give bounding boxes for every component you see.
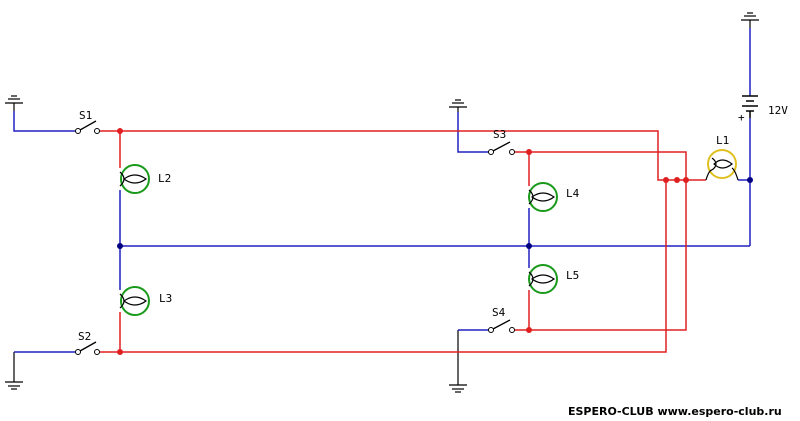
lamp-l1-icon — [705, 149, 739, 181]
battery-12v — [742, 95, 758, 118]
junctions-negative — [117, 177, 753, 249]
watermark: ESPERO-CLUB www.espero-club.ru — [568, 405, 782, 418]
lamp-l3-label: L3 — [159, 292, 172, 305]
lamp-l1-label: L1 — [716, 134, 729, 147]
ground-battery-top — [741, 12, 759, 28]
switch-s3 — [488, 141, 515, 155]
ground-top-left — [5, 95, 23, 111]
switch-s2-label: S2 — [78, 330, 91, 343]
ground-mid-top — [449, 99, 467, 112]
lamp-l2-icon — [119, 164, 150, 194]
battery-plus-label: + — [738, 111, 745, 124]
lamp-l5-label: L5 — [566, 269, 579, 282]
switch-s2 — [75, 341, 100, 355]
lamp-l4-label: L4 — [566, 187, 580, 200]
switch-s3-label: S3 — [493, 128, 506, 141]
switch-s4 — [488, 319, 515, 333]
lamp-l5-icon — [528, 264, 558, 294]
positive-wires — [98, 130, 706, 353]
lamp-l3-icon — [119, 286, 150, 316]
negative-wires — [13, 28, 751, 353]
switch-s1 — [75, 120, 100, 134]
lamp-l4-icon — [528, 182, 558, 212]
switch-s4-label: S4 — [492, 306, 506, 319]
switch-s1-label: S1 — [79, 109, 92, 122]
ground-mid-bottom — [449, 330, 467, 393]
lamp-l2-label: L2 — [158, 172, 171, 185]
junctions-positive — [117, 128, 689, 355]
ground-bottom-left — [5, 352, 23, 390]
battery-label: 12V — [768, 104, 788, 117]
